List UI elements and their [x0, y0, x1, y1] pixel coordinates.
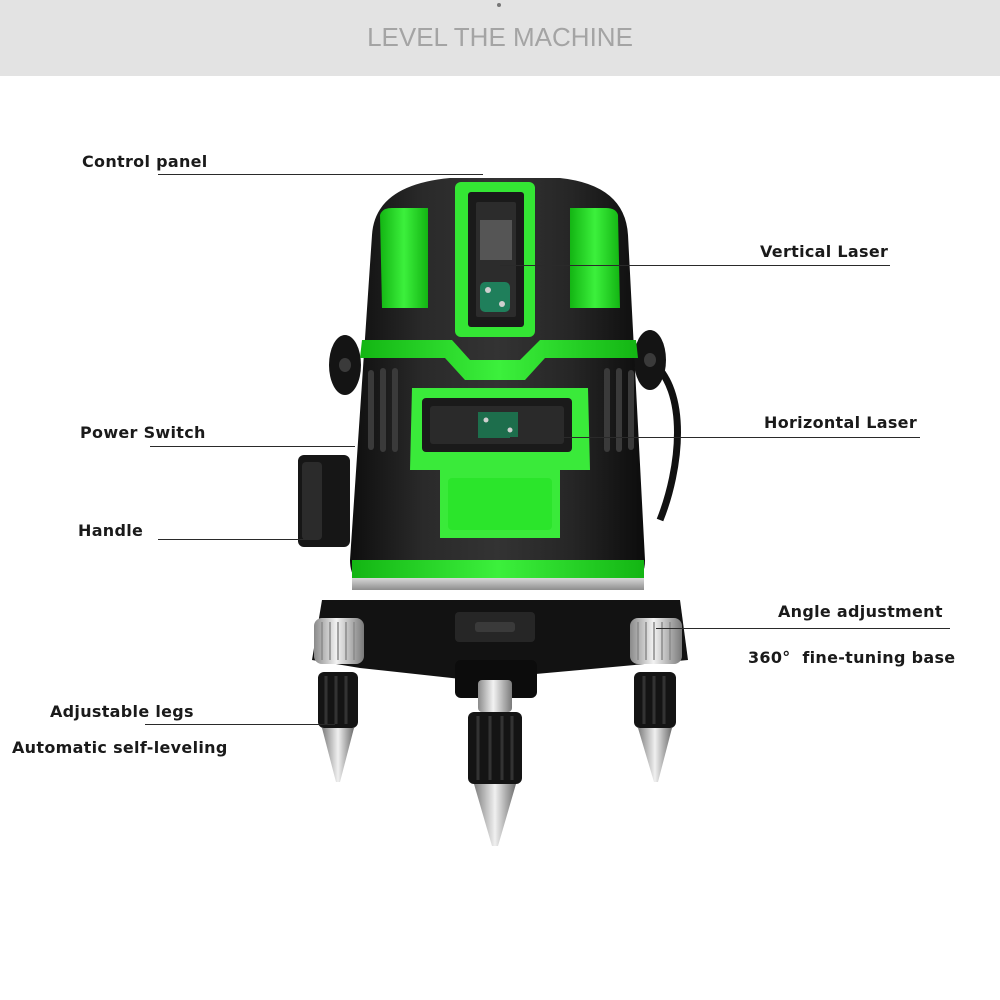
left-angle-knob — [314, 618, 364, 664]
leader-horizontal-laser — [510, 437, 920, 438]
upper-right-green-panel — [570, 208, 620, 308]
base-hub — [455, 660, 537, 698]
label-control-panel: Control panel — [82, 152, 208, 171]
right-angle-knob — [630, 618, 682, 664]
left-leg — [318, 672, 358, 782]
label-fine-tuning-base: 360° fine-tuning base — [748, 648, 956, 667]
leader-angle-adjustment — [656, 628, 950, 629]
label-horizontal-laser: Horizontal Laser — [764, 413, 918, 432]
leader-vertical-laser — [500, 265, 890, 266]
label-handle: Handle — [78, 521, 144, 540]
banner-dot — [497, 3, 501, 7]
label-power-switch: Power Switch — [80, 423, 206, 442]
horizontal-laser-lens — [478, 412, 518, 438]
leader-adjustable-legs — [145, 724, 335, 725]
right-leg — [634, 672, 676, 782]
center-leg — [468, 680, 522, 846]
left-grip-ribs — [368, 368, 398, 452]
label-adjustable-legs: Adjustable legs — [50, 702, 194, 721]
label-angle-adjustment: Angle adjustment — [778, 602, 943, 621]
leader-control-panel — [158, 174, 483, 175]
label-self-leveling: Automatic self-leveling — [12, 738, 228, 757]
metal-ring — [352, 578, 644, 590]
title-banner: LEVEL THE MACHINE — [0, 0, 1000, 76]
leader-power-switch — [150, 446, 355, 447]
upper-left-green-panel — [380, 208, 428, 308]
label-vertical-laser: Vertical Laser — [760, 242, 889, 261]
vertical-laser-lens — [480, 282, 510, 312]
green-belt — [360, 340, 638, 380]
right-grip-ribs — [604, 368, 634, 452]
banner-title: LEVEL THE MACHINE — [367, 22, 633, 52]
lower-green-band — [352, 560, 644, 578]
leader-handle — [158, 539, 308, 540]
